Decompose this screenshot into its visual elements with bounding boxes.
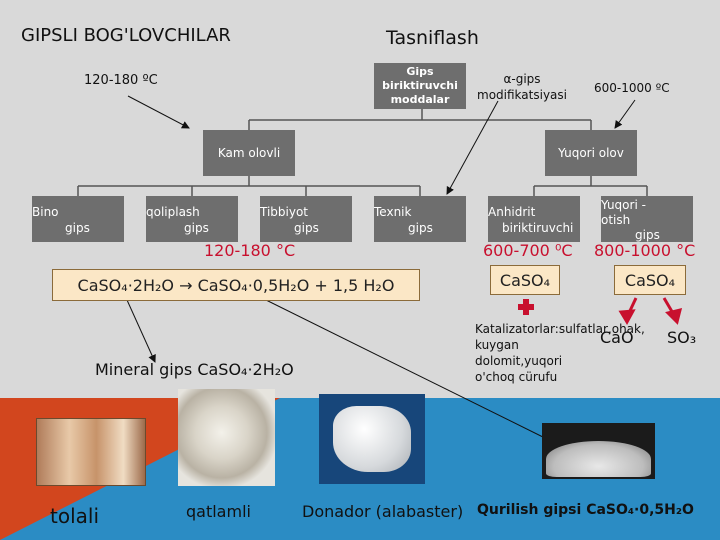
- qurilish-label: Qurilish gipsi CaSO₄·0,5H₂O: [477, 502, 694, 518]
- tolali-label: tolali: [50, 504, 100, 528]
- red-temp-3: 800-1000 °C: [594, 241, 696, 260]
- level1-yuqori-olov: Yuqori olov: [545, 130, 637, 176]
- product-cao: CaO: [600, 328, 634, 347]
- level2-line1: Anhidrit: [488, 205, 536, 219]
- level2-line2: gips: [408, 221, 433, 235]
- level1-kam-olovli: Kam olovli: [203, 130, 295, 176]
- level2-line2: gips: [184, 221, 209, 235]
- level2-bino: Bino gips: [32, 196, 124, 242]
- level2-line1: Yuqori -: [601, 198, 646, 212]
- temp-left-label: 120-180 ºC: [84, 73, 158, 88]
- qatlamli-label: qatlamli: [186, 502, 251, 521]
- mineral-gips-label: Mineral gips CaSO₄·2H₂O: [95, 360, 294, 379]
- reaction-formula-text: CaSO₄·2H₂O → CaSO₄·0,5H₂O + 1,5 H₂O: [77, 275, 395, 295]
- level2-tibbiyot: Tibbiyot gips: [260, 196, 352, 242]
- donador-label: Donador (alabaster): [302, 502, 464, 521]
- level2-anhidrit: Anhidrit biriktiruvchi: [488, 196, 580, 242]
- caso4-box-1: CaSO₄: [490, 265, 560, 295]
- level2-line1: qoliplash: [146, 205, 200, 219]
- level2-line3: gips: [635, 228, 660, 242]
- level2-line2: gips: [294, 221, 319, 235]
- caso4-label: CaSO₄: [499, 270, 551, 290]
- caso4-box-2: CaSO₄: [614, 265, 686, 295]
- level2-line2: gips: [65, 221, 90, 235]
- level1-label: Kam olovli: [217, 146, 281, 160]
- product-so3: SO₃: [667, 328, 697, 347]
- red-temp-1: 120-180 °C: [204, 241, 296, 260]
- qurilish-photo: [542, 423, 655, 479]
- alpha-gips-label: α-gips modifikatsiyasi: [477, 72, 567, 102]
- level2-line1: Bino: [32, 205, 59, 219]
- donador-photo: [319, 394, 425, 484]
- level2-texnik: Texnik gips: [374, 196, 466, 242]
- temp-right-label: 600-1000 ºC: [594, 81, 670, 95]
- heading: Tasniflash: [386, 27, 479, 49]
- red-temp-2: 600-700 ⁰C: [483, 241, 573, 260]
- page-title: GIPSLI BOG'LOVCHILAR: [21, 25, 231, 46]
- qatlamli-photo: [178, 389, 275, 486]
- level2-qoliplash: qoliplash gips: [146, 196, 238, 242]
- plus-icon: [518, 299, 534, 315]
- caso4-label: CaSO₄: [624, 270, 676, 290]
- level1-label: Yuqori olov: [558, 146, 624, 160]
- root-label: Gips biriktiruvchi moddalar: [382, 65, 458, 106]
- root-box: Gips biriktiruvchi moddalar: [374, 63, 466, 109]
- level2-line2: otish: [601, 213, 631, 227]
- level2-yuqori-otish: Yuqori - otish gips: [601, 196, 693, 242]
- level2-line1: Tibbiyot: [260, 205, 309, 219]
- level2-line2: biriktiruvchi: [502, 221, 574, 235]
- tolali-photo: [36, 418, 146, 486]
- catalysts-text: Katalizatorlar:sulfatlar,ohak, kuygan do…: [475, 322, 645, 384]
- level2-line1: Texnik: [374, 205, 412, 219]
- reaction-formula: CaSO₄·2H₂O → CaSO₄·0,5H₂O + 1,5 H₂O: [52, 269, 420, 301]
